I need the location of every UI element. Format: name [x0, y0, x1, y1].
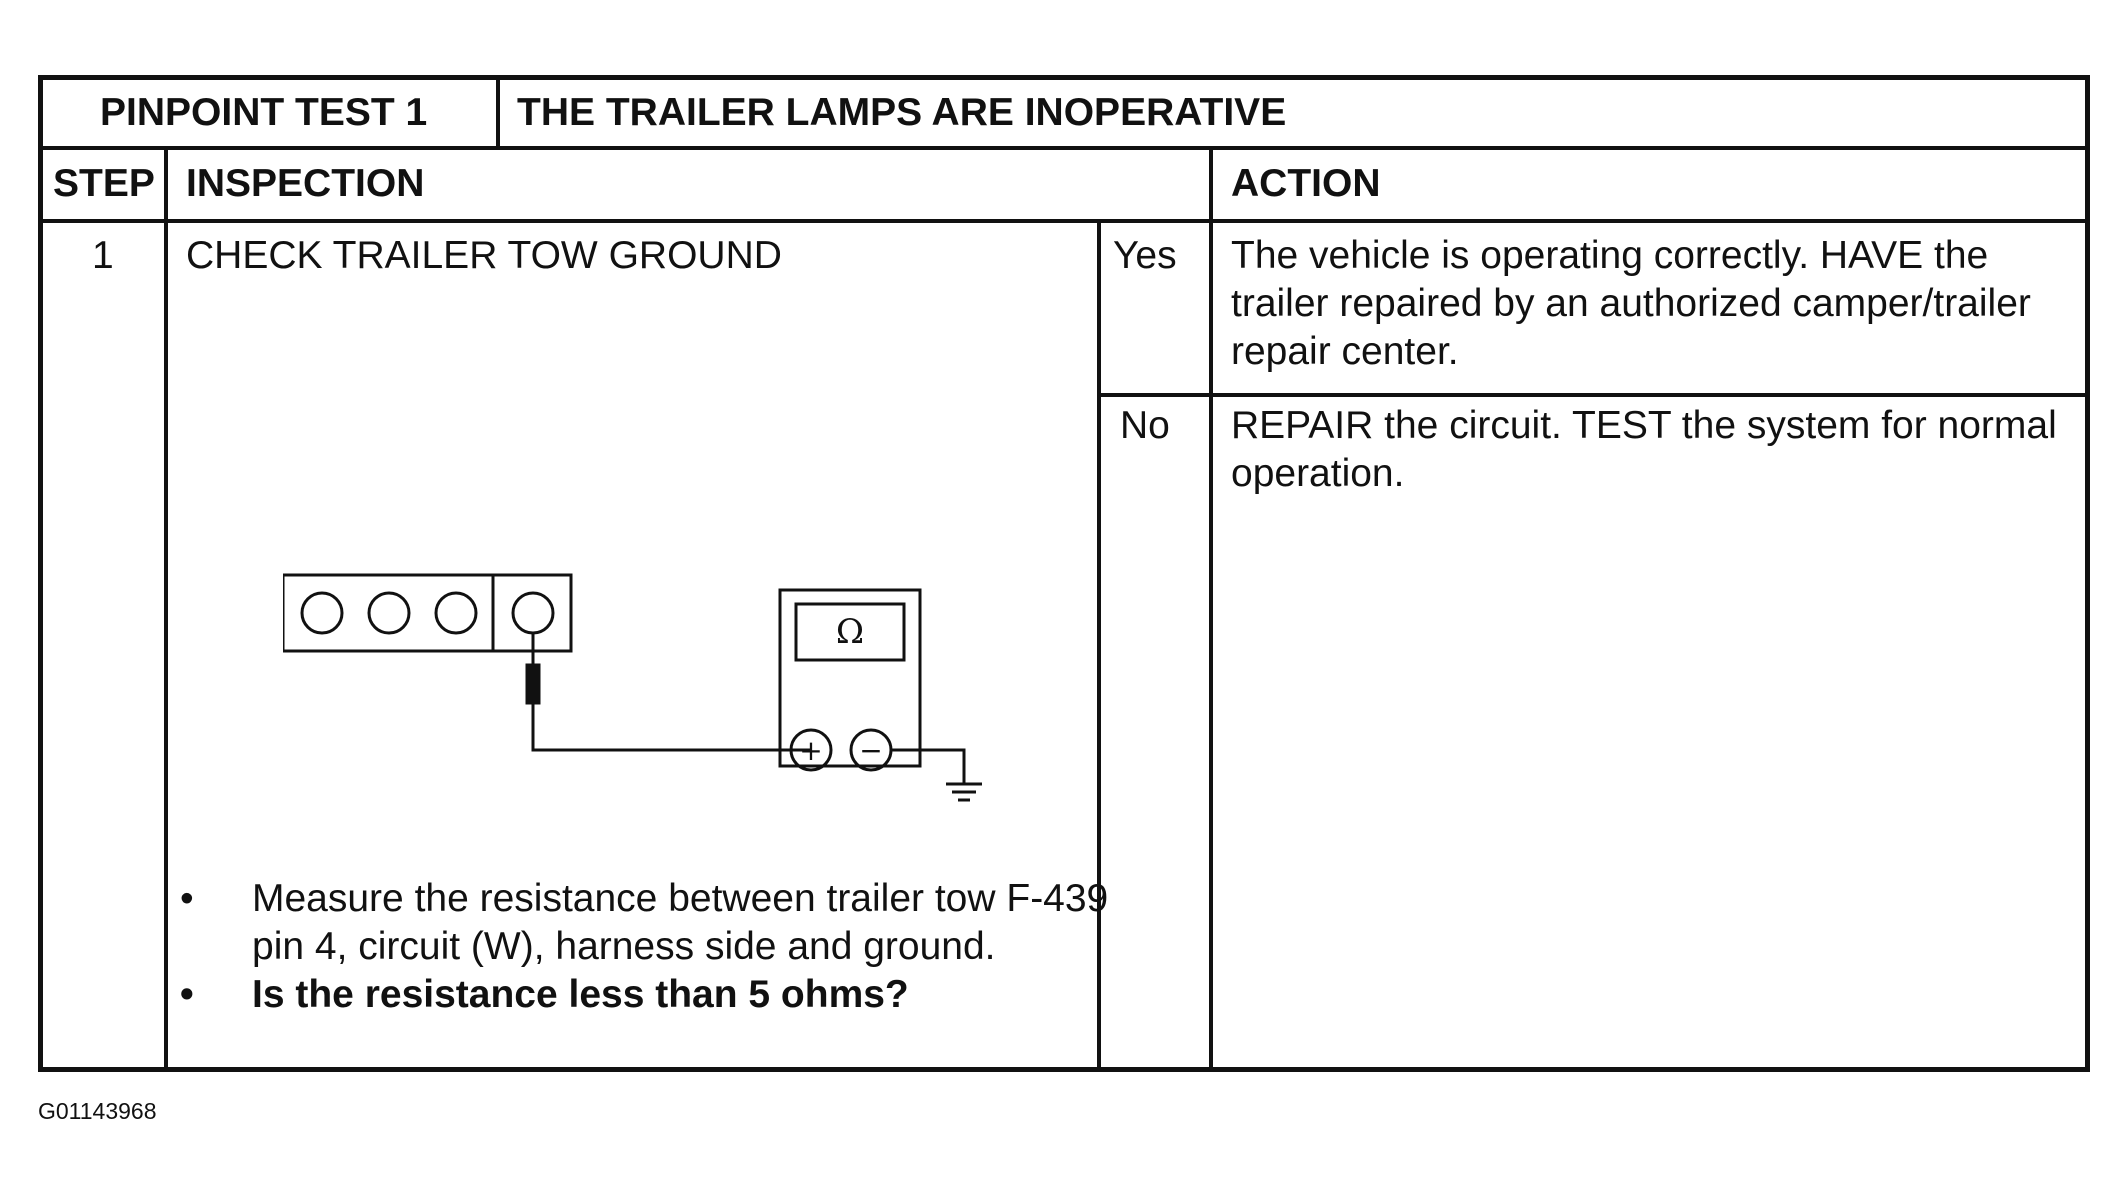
- yes-no-divider: [1097, 393, 2085, 397]
- action-column-divider: [1209, 146, 1213, 1067]
- step-column-divider: [164, 146, 168, 1067]
- ground-lead: [891, 748, 966, 784]
- bullet-text-question: Is the resistance less than 5 ohms?: [252, 973, 909, 1016]
- step-number: 1: [92, 234, 114, 277]
- bullet-item: • Measure the resistance between trailer…: [180, 875, 1110, 971]
- action-column-header: ACTION: [1231, 162, 1381, 205]
- answer-column-divider: [1097, 219, 1101, 1067]
- connector-pin-4: [511, 591, 555, 635]
- bullet-dot: •: [180, 973, 194, 1016]
- test-title: THE TRAILER LAMPS ARE INOPERATIVE: [517, 91, 1287, 134]
- test-lead: [531, 703, 811, 752]
- ohm-symbol: Ω: [836, 612, 864, 652]
- bullet-text-measure: Measure the resistance between trailer t…: [252, 877, 1109, 968]
- connector-pin-3: [434, 591, 478, 635]
- probe-handle: [525, 663, 541, 705]
- action-yes: The vehicle is operating correctly. HAVE…: [1231, 234, 2031, 373]
- connector-pin-2: [367, 591, 411, 635]
- action-no: REPAIR the circuit. TEST the system for …: [1231, 404, 2057, 495]
- bullet-dot: •: [180, 877, 194, 920]
- step-column-header: STEP: [53, 162, 155, 205]
- connector-pin-1: [300, 591, 344, 635]
- header-divider: [43, 146, 2085, 150]
- bullet-item: • Is the resistance less than 5 ohms?: [180, 971, 1110, 1019]
- figure-id: G01143968: [38, 1098, 157, 1124]
- inspection-column-header: INSPECTION: [186, 162, 425, 205]
- answer-yes: Yes: [1113, 234, 1177, 277]
- meter-plus-terminal: [789, 728, 833, 772]
- ohmmeter-body: [778, 588, 922, 768]
- minus-symbol: −: [859, 734, 882, 767]
- column-header-divider: [43, 219, 2085, 223]
- plus-symbol: +: [799, 734, 822, 767]
- connector-body: [283, 573, 573, 653]
- ohmmeter-test-diagram: Ω + −: [283, 573, 982, 802]
- inspection-bullets: • Measure the resistance between trailer…: [180, 875, 1110, 1019]
- pinpoint-test-table: PINPOINT TEST 1 THE TRAILER LAMPS ARE IN…: [38, 75, 2090, 1072]
- answer-no: No: [1120, 404, 1170, 447]
- ohmmeter-display: [794, 602, 906, 662]
- test-label: PINPOINT TEST 1: [100, 91, 428, 134]
- step-title: CHECK TRAILER TOW GROUND: [186, 234, 782, 277]
- title-divider: [496, 80, 500, 146]
